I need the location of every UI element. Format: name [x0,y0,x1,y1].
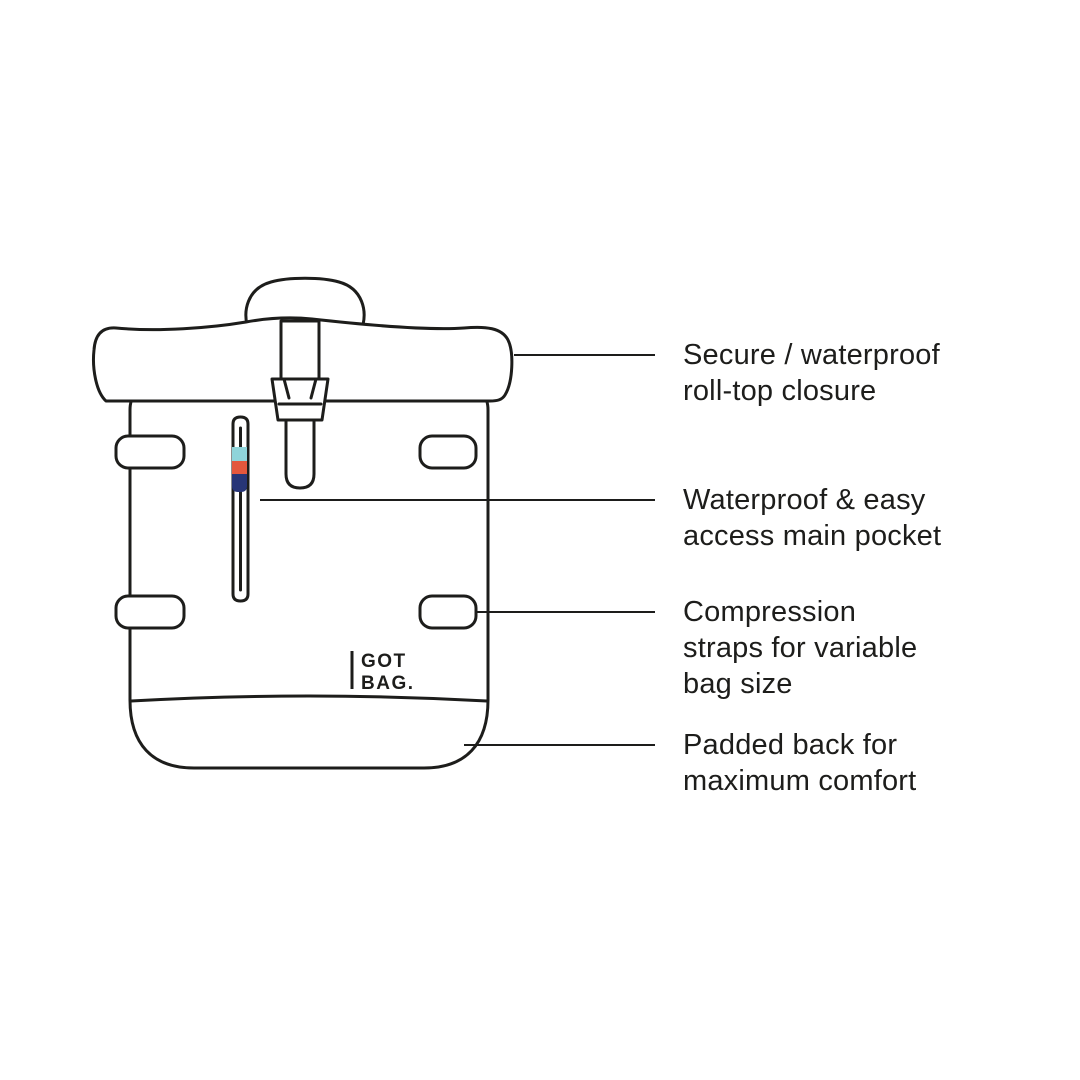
leader-line-padded-back [464,744,655,746]
callout-compression-line2: straps for variable [683,632,918,664]
callout-rolltop-closure: Secure / waterproof roll-top closure [683,337,940,409]
zipper-pull-segment-top [232,447,247,461]
callout-main-pocket: Waterproof & easy access main pocket [683,482,941,554]
compression-strap-left-top [114,434,186,470]
zipper-pull-segment-middle [232,461,247,474]
rolltop-buckle-detail [277,377,323,406]
callout-compression-line3: bag size [683,668,793,700]
callout-compression-straps: Compression straps for variable bag size [683,594,917,702]
rolltop-strap-upper [279,319,321,381]
brand-logo-line2: BAG. [361,673,415,694]
compression-strap-right-top [418,434,478,470]
leader-line-main-pocket [260,499,655,501]
compression-strap-left-bottom [114,594,186,630]
leader-line-compression-straps [476,611,655,613]
leader-line-rolltop [514,354,655,356]
padded-back-seam [129,694,489,703]
brand-logo: GOT BAG. [350,651,415,694]
callout-padded-back-line2: maximum comfort [683,765,917,797]
callout-rolltop-line1: Secure / waterproof [683,339,940,371]
brand-logo-line1: GOT [361,651,407,672]
callout-main-pocket-line2: access main pocket [683,520,942,552]
callout-padded-back: Padded back for maximum comfort [683,727,916,799]
compression-strap-right-bottom [418,594,478,630]
callout-main-pocket-line1: Waterproof & easy [683,484,926,516]
rolltop-strap-tail [284,418,316,490]
callout-rolltop-line2: roll-top closure [683,375,877,407]
rolltop-buckle [270,377,330,422]
zipper-pull-segment-bottom [232,474,247,492]
callout-padded-back-line1: Padded back for [683,729,898,761]
callout-compression-line1: Compression [683,596,857,628]
